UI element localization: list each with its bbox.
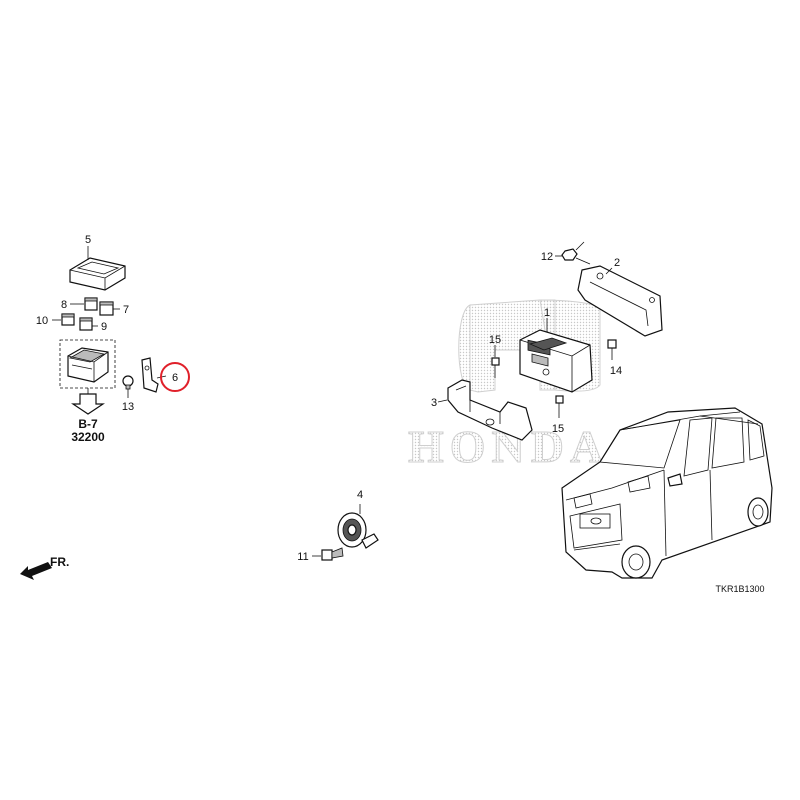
fuse-box-assembly[interactable] xyxy=(59,339,116,389)
front-arrow-icon xyxy=(20,562,52,580)
callout-13[interactable]: 13 xyxy=(122,401,134,413)
front-arrow-label: FR. xyxy=(50,555,69,569)
callout-9[interactable]: 9 xyxy=(101,321,107,333)
callout-7[interactable]: 7 xyxy=(123,304,129,316)
callout-12[interactable]: 12 xyxy=(541,251,553,263)
horn-part-4[interactable] xyxy=(337,504,379,549)
callout-4[interactable]: 4 xyxy=(357,489,363,501)
callout-1[interactable]: 1 xyxy=(544,307,550,319)
callout-3[interactable]: 3 xyxy=(431,397,437,409)
relay-part-8[interactable] xyxy=(70,297,98,311)
bolt-part-11[interactable] xyxy=(312,547,344,561)
callout-6[interactable]: 6 xyxy=(172,372,178,384)
bracket-part-3[interactable] xyxy=(437,379,533,441)
highlight-circle xyxy=(160,362,190,392)
callout-15-upper[interactable]: 15 xyxy=(489,334,501,346)
callout-2[interactable]: 2 xyxy=(614,257,620,269)
reference-arrow xyxy=(71,388,105,415)
callout-10[interactable]: 10 xyxy=(36,315,48,327)
reference-page[interactable]: B-7 xyxy=(78,417,98,431)
relay-part-10[interactable] xyxy=(52,313,75,326)
callout-15-lower[interactable]: 15 xyxy=(552,423,564,435)
callout-8[interactable]: 8 xyxy=(61,299,67,311)
bolt-part-14[interactable] xyxy=(607,339,617,360)
relay-part-9[interactable] xyxy=(79,317,98,331)
relay-part-7[interactable] xyxy=(99,301,120,316)
fuse-box-cover-part[interactable] xyxy=(69,246,126,291)
bolt-part-15-lower[interactable] xyxy=(555,395,564,418)
callout-11[interactable]: 11 xyxy=(297,551,308,563)
ecu-unit-part-1[interactable] xyxy=(519,318,593,393)
bracket-part-6[interactable] xyxy=(141,357,167,393)
diagram-code: TKR1B1300 xyxy=(715,584,764,594)
bolt-part-13[interactable] xyxy=(122,375,134,398)
bracket-plate-part-2[interactable] xyxy=(577,265,663,337)
reference-number[interactable]: 32200 xyxy=(71,430,105,444)
callout-14[interactable]: 14 xyxy=(610,365,622,377)
callout-5[interactable]: 5 xyxy=(85,234,91,246)
bolt-part-15-upper[interactable] xyxy=(491,345,500,378)
nut-part-12[interactable] xyxy=(555,241,591,265)
car-illustration xyxy=(561,407,773,579)
honda-watermark-logo: HONDA xyxy=(408,299,604,473)
